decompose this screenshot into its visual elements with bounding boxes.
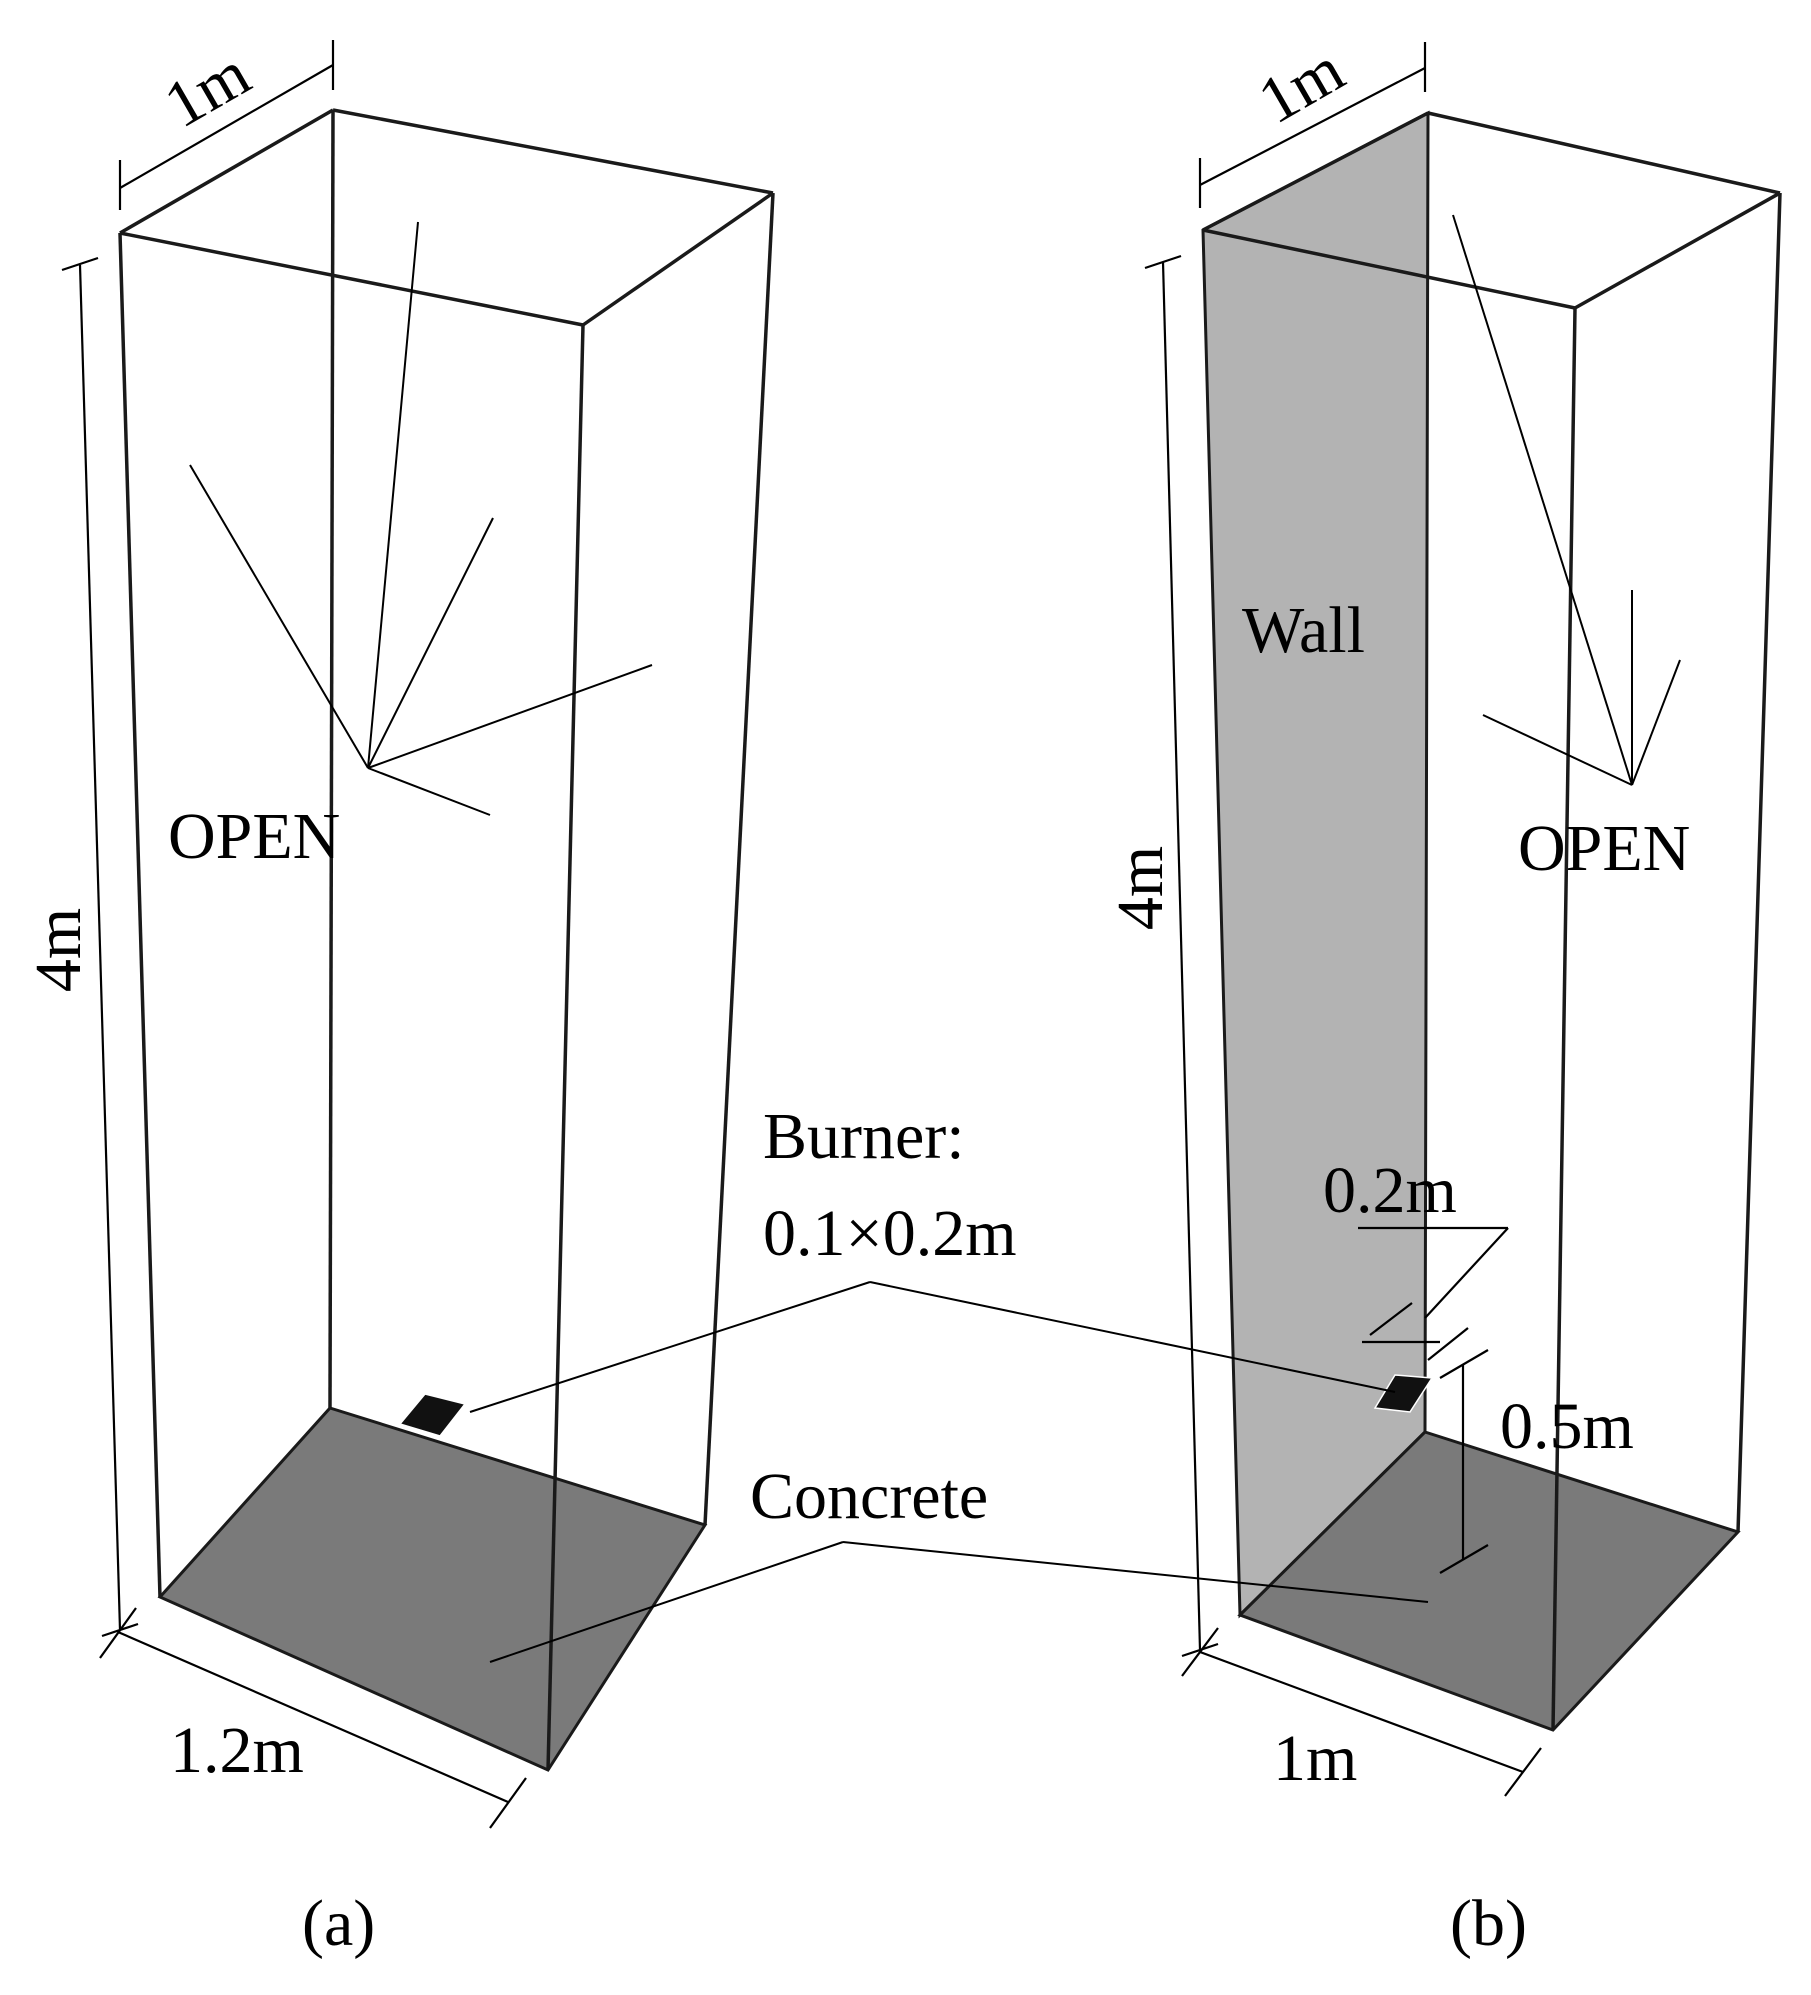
burner-offset-label-b: 0.2m [1323,1154,1457,1227]
burner-title-label: Burner: [763,1100,965,1173]
top-width-label-a: 1m [152,37,262,142]
open-arrows-a [189,221,653,816]
dim-burner-offset-b [1358,1226,1509,1361]
wall-label-b: Wall [1242,594,1365,667]
diagram-b [1144,42,1782,1797]
burner-b [1373,1374,1434,1413]
box-edges-a [118,108,775,1771]
diagram-a [61,40,775,1829]
dim-bottom-b [1181,1627,1542,1797]
burner-a [398,1393,467,1437]
burner-size-label: 0.1×0.2m [763,1197,1017,1270]
caption-b: (b) [1450,1887,1527,1960]
burner-leader [469,1281,1396,1413]
dim-height-b [1144,254,1219,1658]
top-width-label-b: 1m [1246,33,1356,138]
concrete-label: Concrete [750,1460,988,1533]
open-label-b: OPEN [1518,812,1690,885]
caption-a: (a) [302,1887,375,1960]
height-label-b: 4m [1104,846,1177,930]
open-label-a: OPEN [168,800,340,873]
dim-top-b [1198,42,1427,208]
height-label-a: 4m [22,908,95,992]
box-edges-b [1202,111,1782,1731]
bottom-width-label-b: 1m [1273,1722,1357,1795]
bottom-width-label-a: 1.2m [170,1714,304,1787]
dim-burner-height-b [1439,1349,1489,1574]
concrete-leader [489,1541,1429,1663]
burner-height-label-b: 0.5m [1500,1390,1634,1463]
dim-bottom-a [99,1607,527,1829]
open-arrows-b [1452,214,1681,786]
dim-top-a [118,40,335,210]
